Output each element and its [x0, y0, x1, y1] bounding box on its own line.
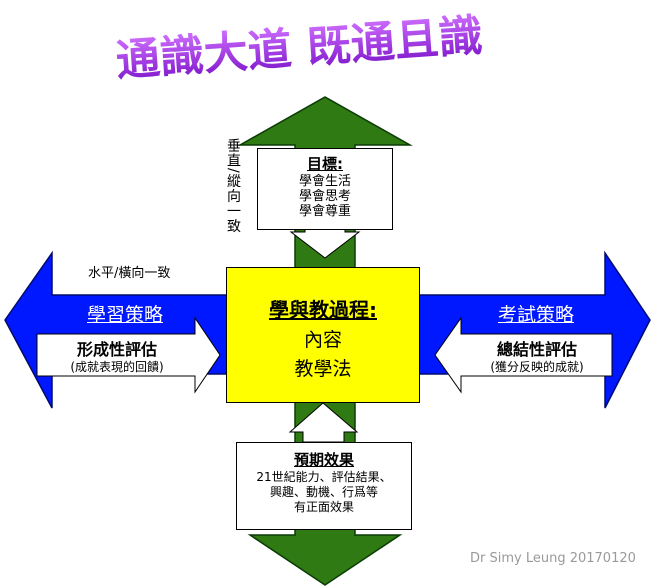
learning-strategy-label: 學習策略 [86, 304, 163, 326]
effects-heading: 預期效果 [293, 451, 354, 469]
horizontal-alignment-label: 水平/橫向一致 [88, 266, 171, 281]
effect-up-arrow [288, 402, 359, 443]
center-heading: 學與教過程: [269, 298, 377, 322]
summative-assessment-title: 總結性評估 [496, 340, 577, 359]
effects-box: 預期效果 21世紀能力、評估結果、 興趣、動機、行爲等 有正面效果 [236, 442, 412, 530]
effects-line-2: 興趣、動機、行爲等 [269, 485, 378, 499]
goals-heading: 目標: [307, 155, 343, 173]
right-box-text: 總結性評估 (獲分反映的成就) [462, 336, 612, 375]
right-feedback-arrow [434, 316, 613, 394]
effects-line-1: 21世紀能力、評估結果、 [256, 470, 392, 484]
left-box-text: 形成性評估 (成就表現的回饋) [42, 336, 192, 375]
goal-item-1: 學會生活 [298, 174, 351, 189]
goals-box: 目標: 學會生活 學會思考 學會尊重 [257, 148, 393, 230]
formative-assessment-sub: (成就表現的回饋) [70, 360, 164, 374]
goal-item-3: 學會尊重 [298, 204, 351, 219]
formative-assessment-title: 形成性評估 [76, 340, 157, 359]
center-box: 學與教過程: 內容 教學法 [226, 267, 420, 403]
vertical-alignment-label: 垂直/縱向一致 [225, 138, 241, 234]
center-line-pedagogy: 教學法 [294, 358, 352, 380]
center-line-content: 內容 [303, 329, 342, 351]
left-feedback-arrow [36, 316, 221, 394]
summative-assessment-sub: (獲分反映的成就) [490, 360, 584, 374]
title-banner: 通識大道 既通且識 [114, 10, 484, 86]
author-credit: Dr Simy Leung 20170120 [470, 551, 636, 566]
goal-item-2: 學會思考 [298, 189, 351, 204]
exam-strategy-label: 考試策略 [497, 304, 574, 326]
effects-line-3: 有正面效果 [293, 500, 354, 514]
